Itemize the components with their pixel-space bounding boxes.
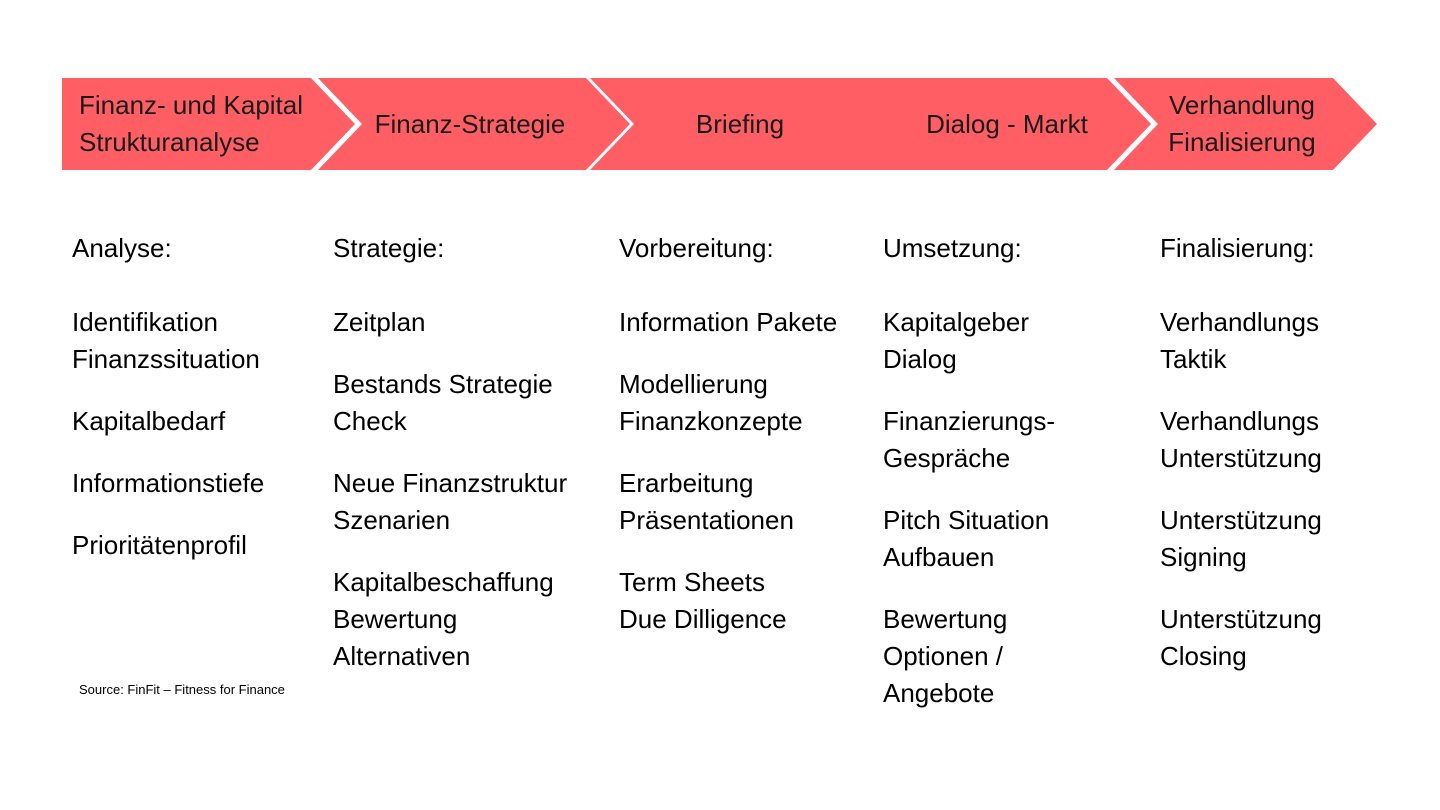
column-item: Verhandlungs Taktik — [1160, 307, 1320, 374]
column-item: Neue Finanzstruktur Szenarien — [333, 468, 568, 535]
process-step-label: Finanz- und Kapital Strukturanalyse — [79, 90, 304, 157]
process-step-market-dialog: Dialog - Markt — [843, 78, 1151, 170]
column-preparation: Vorbereitung: Information Pakete Modelli… — [619, 230, 837, 663]
column-item: Information Pakete — [619, 307, 838, 337]
column-item: Modellierung Finanzkonzepte — [619, 369, 803, 436]
process-step-analysis: Finanz- und Kapital Strukturanalyse — [62, 78, 355, 170]
process-step-strategy: Finanz-Strategie — [318, 78, 630, 170]
column-analysis: Analyse: Identifikation Finanzssituation… — [72, 230, 264, 589]
column-item: Unterstützung Signing — [1160, 505, 1322, 572]
column-heading: Analyse: — [72, 233, 172, 263]
column-item: Term Sheets Due Dilligence — [619, 567, 787, 634]
column-strategy: Strategie: Zeitplan Bestands Strategie C… — [333, 230, 567, 700]
column-item: Identifikation Finanzssituation — [72, 307, 260, 374]
column-item: Pitch Situation Aufbauen — [883, 505, 1050, 572]
column-item: Kapitalbeschaffung Bewertung Alternative… — [333, 567, 554, 671]
column-item: Kapitalbedarf — [72, 406, 226, 436]
process-step-label: Briefing — [695, 108, 785, 139]
process-step-label: Finanz-Strategie — [374, 108, 566, 139]
process-step-negotiation: Verhandlung Finalisierung — [1114, 78, 1377, 170]
column-item: Zeitplan — [333, 307, 426, 337]
column-heading: Umsetzung: — [883, 233, 1022, 263]
column-item: Bestands Strategie Check — [333, 369, 553, 436]
column-finalization: Finalisierung: Verhandlungs Taktik Verha… — [1160, 230, 1322, 700]
column-item: Kapitalgeber Dialog — [883, 307, 1029, 374]
process-step-briefing: Briefing — [590, 78, 888, 170]
process-step-label: Verhandlung Finalisierung — [1168, 90, 1316, 157]
process-step-label: Dialog - Markt — [926, 108, 1088, 139]
column-implementation: Umsetzung: Kapitalgeber Dialog Finanzier… — [883, 230, 1055, 737]
column-item: Prioritätenprofil — [72, 530, 247, 560]
column-heading: Finalisierung: — [1160, 233, 1315, 263]
column-item: Bewertung Optionen / Angebote — [883, 604, 1008, 708]
column-item: Unterstützung Closing — [1160, 604, 1322, 671]
column-item: Verhandlungs Unterstützung — [1160, 406, 1322, 473]
column-item: Finanzierungs- Gespräche — [883, 406, 1055, 473]
source-note: Source: FinFit – Fitness for Finance — [79, 682, 285, 697]
column-item: Erarbeitung Präsentationen — [619, 468, 794, 535]
column-item: Informationstiefe — [72, 468, 265, 498]
column-heading: Vorbereitung: — [619, 233, 774, 263]
column-heading: Strategie: — [333, 233, 445, 263]
